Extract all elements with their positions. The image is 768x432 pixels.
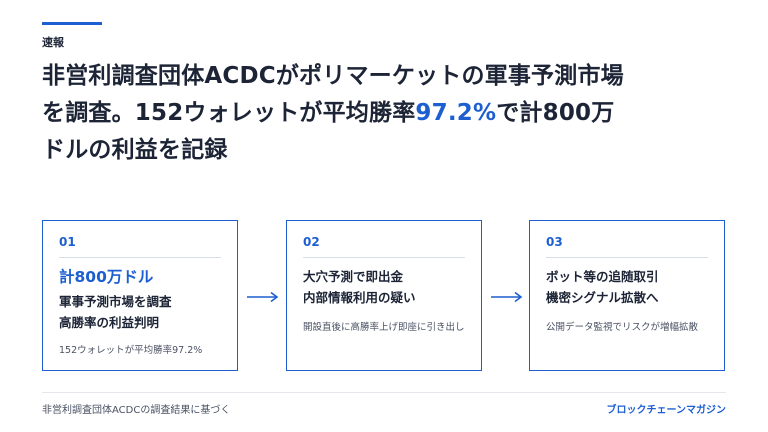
- step-number: 03: [546, 235, 563, 249]
- step-title-line: 軍事予測市場を調査: [59, 294, 172, 309]
- step-number: 02: [303, 235, 320, 249]
- step-title-line: ボット等の追随取引: [546, 269, 659, 284]
- step-note: 開設直後に高勝率上げ即座に引き出し: [303, 322, 465, 333]
- footer-divider: [42, 392, 726, 393]
- headline-text: で計800万: [496, 100, 615, 126]
- step-card-3: 03 ボット等の追随取引 機密シグナル拡散へ 公開データ監視でリスクが増幅拡散: [529, 220, 725, 371]
- source-note: 非営利調査団体ACDCの調査結果に基づく: [42, 405, 231, 416]
- step-card-1: 01 計800万ドル 軍事予測市場を調査 高勝率の利益判明 152ウォレットが平…: [42, 220, 238, 371]
- headline-line-3: ドルの利益を記録: [42, 137, 228, 163]
- arrow-right-icon: [247, 291, 279, 303]
- headline: 非営利調査団体ACDCがポリマーケットの軍事予測市場 を調査。152ウォレットが…: [42, 58, 742, 169]
- step-highlight: 計800万ドル: [59, 268, 154, 286]
- step-title-line: 高勝率の利益判明: [59, 315, 160, 330]
- arrow-right-icon: [491, 291, 523, 303]
- card-divider: [59, 257, 221, 258]
- step-number: 01: [59, 235, 76, 249]
- step-title-line: 機密シグナル拡散へ: [546, 290, 659, 305]
- headline-text: を調査。152ウォレットが平均勝率: [42, 100, 416, 126]
- step-title-line: 内部情報利用の疑い: [303, 290, 416, 305]
- step-title-line: 大穴予測で即出金: [303, 269, 404, 284]
- headline-line-1: 非営利調査団体ACDCがポリマーケットの軍事予測市場: [42, 63, 624, 89]
- card-divider: [546, 257, 708, 258]
- accent-bar: [42, 22, 102, 25]
- step-note: 公開データ監視でリスクが増幅拡散: [546, 322, 699, 333]
- kicker-label: 速報: [42, 36, 64, 49]
- step-card-2: 02 大穴予測で即出金 内部情報利用の疑い 開設直後に高勝率上げ即座に引き出し: [286, 220, 482, 371]
- card-divider: [303, 257, 465, 258]
- headline-highlight: 97.2%: [415, 100, 497, 126]
- step-title: ボット等の追随取引 機密シグナル拡散へ: [546, 266, 714, 308]
- brand-name: ブロックチェーンマガジン: [606, 405, 727, 416]
- headline-line-2: を調査。152ウォレットが平均勝率97.2%で計800万: [42, 95, 742, 132]
- step-title: 大穴予測で即出金 内部情報利用の疑い: [303, 266, 471, 308]
- step-note: 152ウォレットが平均勝率97.2%: [59, 345, 203, 356]
- step-title: 軍事予測市場を調査 高勝率の利益判明: [59, 291, 227, 333]
